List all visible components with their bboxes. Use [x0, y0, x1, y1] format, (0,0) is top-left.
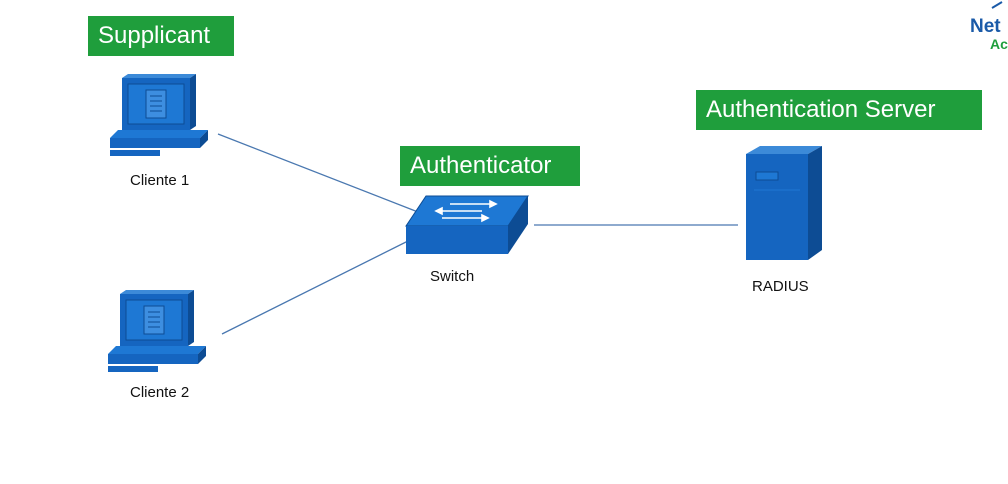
desktop-computer-icon [108, 290, 206, 372]
client2-label: Cliente 2 [130, 384, 190, 401]
authentication-server-label: Authentication Server [696, 90, 982, 130]
server-tower-icon [746, 146, 822, 260]
network-switch-icon [405, 195, 529, 254]
logo-mark-icon [991, 1, 1003, 9]
authenticator-label: Authenticator [400, 146, 580, 186]
switch-label: Switch [430, 268, 475, 285]
supplicant-label: Supplicant [88, 16, 234, 56]
logo-text-line2: Ac [990, 36, 1008, 52]
radius-label: RADIUS [752, 278, 809, 295]
desktop-computer-icon [110, 74, 208, 156]
client1-label: Cliente 1 [130, 172, 190, 189]
link-client1-switch [217, 133, 419, 213]
logo-text-line1: Net [970, 16, 1001, 37]
link-client2-switch [221, 239, 411, 335]
